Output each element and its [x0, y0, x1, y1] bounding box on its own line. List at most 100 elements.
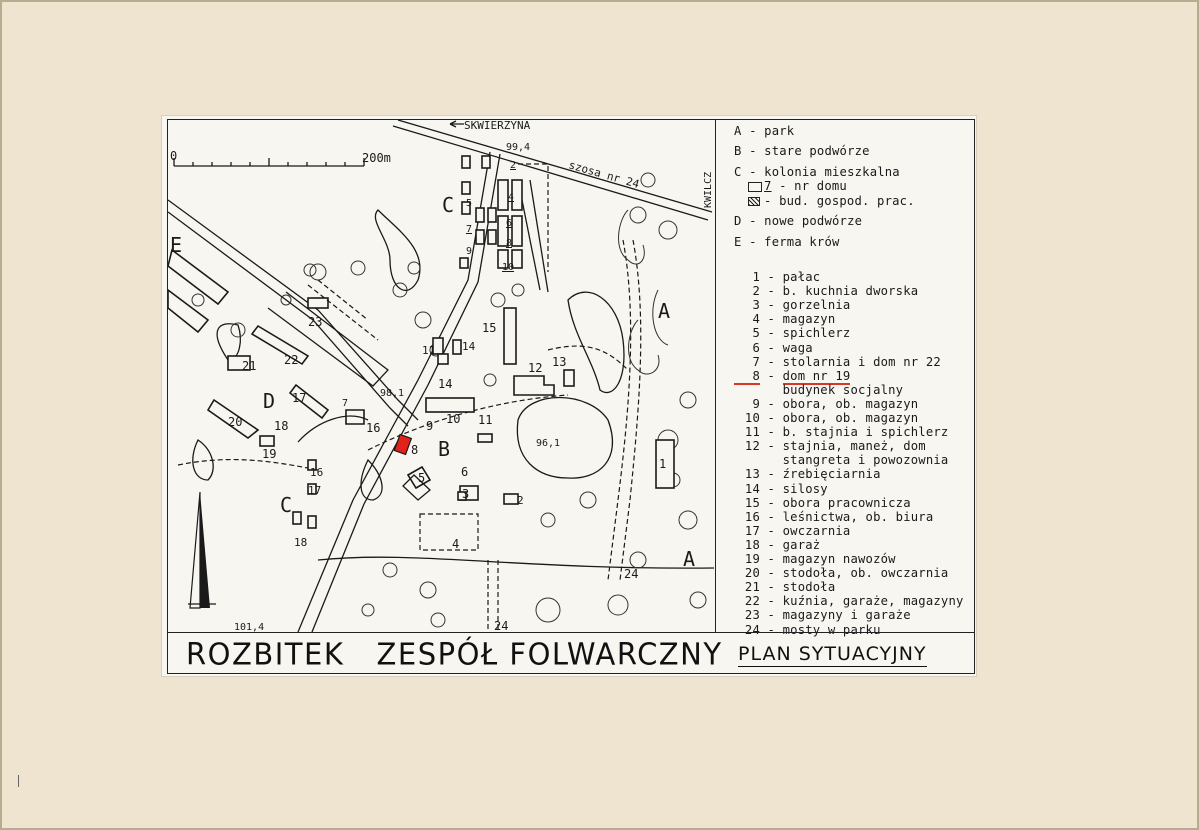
hatched-box-icon [748, 197, 760, 206]
legend-area-E: E - ferma krów [734, 235, 840, 249]
building-number: 21 [242, 359, 256, 373]
title-bar: ROZBITEK ZESPÓŁ FOLWARCZNY PLAN SYTUACYJ… [168, 632, 974, 674]
building-number: 22 [284, 353, 298, 367]
legend-item: 13 - źrebięciarnia [744, 467, 881, 482]
building-number: 12 [528, 361, 542, 375]
building-number: 14 [462, 340, 476, 353]
legend-item: 6 - waga [752, 340, 813, 355]
area-label-A: A [683, 547, 695, 571]
building-number: 4 [452, 537, 459, 551]
legend-item: 10 - obora, ob. magazyn [744, 411, 919, 425]
legend-item: stangreta i powozownia [782, 453, 949, 468]
north-arrow-icon [188, 491, 216, 609]
scale-zero-label: 0 [170, 149, 177, 163]
legend-symbol-outbuilding: - bud. gospod. prac. [748, 194, 915, 208]
legend-area-D: D - nowe podwórze [734, 214, 863, 228]
building-number: 11 [422, 344, 435, 357]
plan-subtitle: PLAN SYTUACYJNY [738, 643, 927, 667]
legend-item: 19 - magazyn nawozów [744, 552, 896, 566]
building-number: 11 [478, 413, 492, 427]
map-frame [167, 119, 975, 674]
building-number: 19 [262, 447, 276, 461]
house-number: 9 [466, 246, 472, 257]
legend-area-C: C - kolonia mieszkalna [734, 165, 900, 179]
building-number: 1 [659, 457, 666, 471]
road-label-kwilcz: KWILCZ [703, 172, 714, 208]
building-number: 20 [228, 415, 242, 429]
house-number: 6 [506, 218, 512, 229]
house-number: 8 [506, 238, 512, 249]
legend-symbol-house-number: 7 - nr domu [748, 179, 847, 193]
elevation-label: 98,1 [380, 388, 404, 399]
building-number: 2 [517, 494, 524, 507]
legend-item: 15 - obora pracownicza [744, 495, 911, 510]
scale-bar: 0 200m [170, 149, 391, 167]
house-number: 7 [466, 224, 472, 235]
building-number: 3 [462, 487, 469, 501]
building-number: 14 [438, 377, 452, 391]
legend-item: 2 - b. kuchnia dworska [752, 284, 919, 299]
house-numbers: 2 4 5 6 7 8 9 10 [466, 160, 516, 273]
farm-buildings [168, 248, 675, 551]
area-label-A: A [658, 299, 670, 323]
legend-item: 1 - pałac [752, 270, 821, 284]
building-numbers: 1 2 3 4 5 6 8 9 10 11 11 12 13 14 14 15 … [228, 315, 666, 632]
house-box-icon [748, 181, 762, 192]
edge-mark [18, 775, 19, 787]
building-number: 18 [274, 419, 288, 433]
building-number: 13 [552, 355, 566, 369]
scale-distance-label: 200m [362, 151, 391, 165]
building-number: 23 [308, 315, 322, 329]
legend-item: 5 - spichlerz [752, 326, 851, 341]
legend-item: 22 - kuźnia, garaże, magazyny [744, 594, 964, 609]
legend-item: 21 - stodoła [744, 580, 836, 595]
elevation-label: 96,1 [536, 438, 560, 449]
legend-item: 24 - mosty w parku [744, 622, 881, 637]
legend-item: budynek socjalny [782, 382, 904, 397]
legend-area-B: B - stare podwórze [734, 144, 870, 158]
house-number: 5 [466, 198, 472, 209]
legend-item: 9 - obora, ob. magazyn [752, 396, 919, 411]
legend-item: 16 - leśnictwa, ob. biura [744, 509, 934, 524]
building-number: 24 [494, 619, 508, 632]
tree-symbols [191, 172, 707, 628]
building-number: 24 [624, 567, 638, 581]
highlighted-building-dom-19 [393, 433, 413, 456]
legend-item: 17 - owczarnia [744, 523, 851, 538]
map-legend: A - park B - stare podwórze C - kolonia … [715, 120, 974, 637]
building-number: 17 [292, 391, 306, 405]
building-number: 17 [308, 484, 321, 497]
legend-item: 7 - stolarnia i dom nr 22 [752, 354, 941, 369]
colony-houses [459, 155, 549, 272]
building-number: 18 [294, 536, 307, 549]
elevation-label: 99,4 [506, 142, 530, 153]
house-number: 10 [502, 262, 514, 273]
elevation-label: 101,4 [234, 622, 264, 632]
area-label-B: B [438, 437, 450, 461]
ponds [192, 209, 625, 501]
building-number: 6 [461, 465, 468, 479]
plan-title: ROZBITEK ZESPÓŁ FOLWARCZNY [186, 636, 723, 672]
site-plan-map: 0 200m SKWIERZYNA szosa nr 24 KWILCZ 99,… [168, 120, 714, 632]
building-number: 16 [366, 421, 380, 435]
local-roads [168, 151, 714, 632]
road-label-szosa: szosa nr 24 [567, 158, 641, 191]
area-label-C: C [442, 193, 454, 217]
building-number: 16 [310, 466, 323, 479]
legend-item: 8 - dom nr 19 [734, 368, 851, 385]
legend-item: 18 - garaż [744, 537, 821, 552]
building-number: 10 [446, 412, 460, 426]
road-label-skwierzyna: SKWIERZYNA [464, 120, 531, 132]
legend-item: 11 - b. stajnia i spichlerz [744, 425, 949, 440]
legend-item: 20 - stodoła, ob. owczarnia [744, 566, 949, 581]
legend-item: 3 - gorzelnia [752, 298, 851, 313]
building-number: 7 [342, 398, 348, 409]
legend-item: 4 - magazyn [752, 312, 836, 327]
area-label-D: D [263, 389, 275, 413]
legend-area-A: A - park [734, 124, 795, 138]
area-label-E: E [170, 233, 182, 257]
building-number: 5 [418, 471, 425, 485]
house-number: 2 [510, 160, 516, 171]
house-number: 4 [508, 192, 514, 203]
legend-item: 12 - stajnia, maneż, dom [744, 439, 926, 454]
